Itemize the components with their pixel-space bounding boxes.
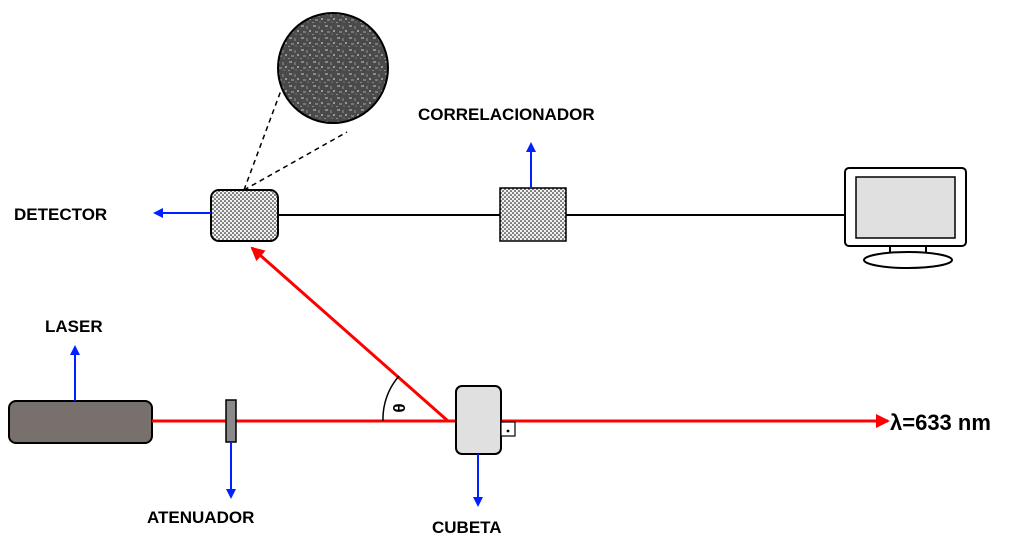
zoom-line-right: [243, 131, 348, 191]
right-angle-marker: [500, 421, 516, 437]
cuvette-label: CUBETA: [432, 518, 502, 537]
zoom-line-left: [243, 84, 284, 191]
attenuator-plate: [225, 399, 237, 443]
cuvette-box: [455, 385, 502, 455]
laser-label: LASER: [45, 317, 103, 336]
angle-label: θ: [390, 403, 409, 412]
detector-box: [210, 189, 279, 242]
detector-label: DETECTOR: [14, 205, 107, 224]
wavelength-label: λ=633 nm: [890, 410, 991, 435]
right-angle-dot: [506, 429, 510, 433]
computer-monitor-icon: [844, 167, 967, 269]
scattering-angle-arc: [382, 375, 400, 422]
speckle-pattern-disc: [277, 12, 389, 124]
scattered-beam: [250, 246, 449, 423]
attenuator-label: ATENUADOR: [147, 508, 254, 527]
correlator-box: [499, 187, 567, 242]
correlator-label: CORRELACIONADOR: [418, 105, 595, 124]
laser-body: [8, 400, 153, 444]
